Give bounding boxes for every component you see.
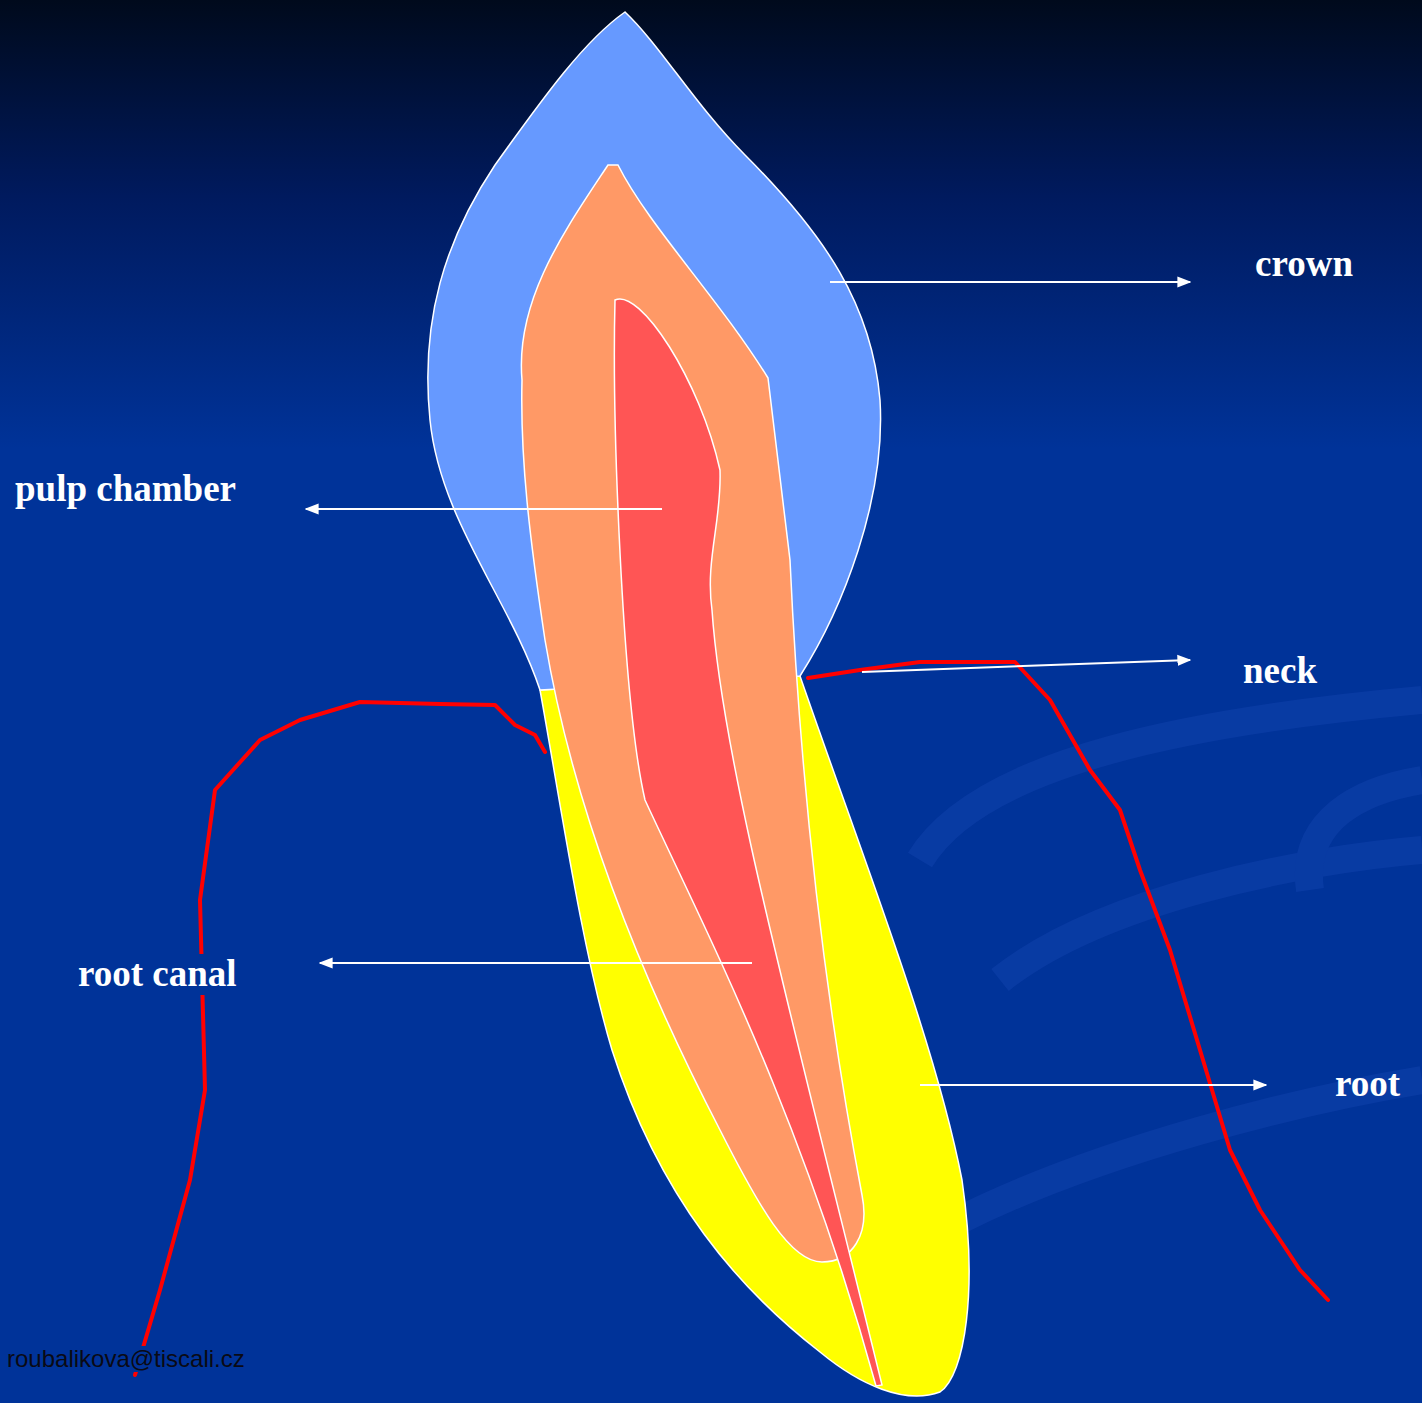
part-label: pulp chamber xyxy=(12,469,239,510)
part-label: neck xyxy=(1240,651,1320,692)
gum-line xyxy=(135,662,1328,1375)
part-label: crown xyxy=(1252,244,1356,285)
pulp xyxy=(614,299,882,1386)
part-label: root canal xyxy=(75,954,240,995)
part-label: root xyxy=(1332,1064,1403,1105)
leader-arrows xyxy=(306,282,1266,1085)
watermark: roubalikova@tiscali.cz xyxy=(4,1346,248,1372)
